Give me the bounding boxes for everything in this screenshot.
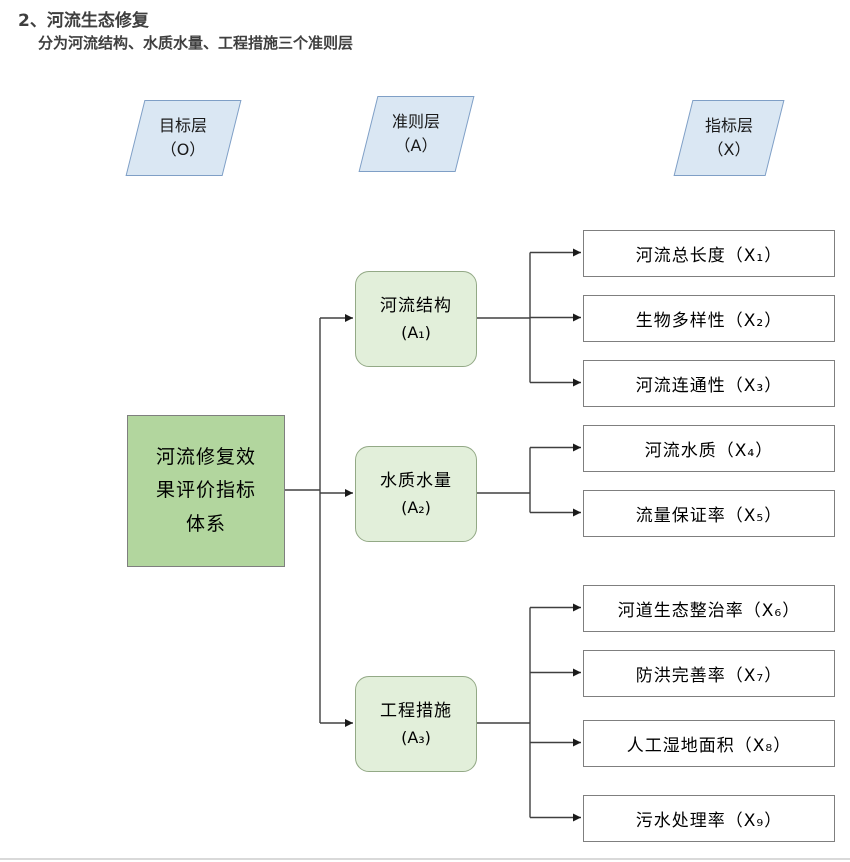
layer-header-goal-title: 目标层: [159, 116, 208, 135]
indicator-box-x2: 生物多样性（X₂）: [583, 295, 835, 342]
layer-header-criteria: 准则层 （A）: [358, 96, 475, 172]
criterion-a3-code: (A₃): [401, 727, 431, 747]
layer-header-criteria-title: 准则层: [392, 112, 441, 131]
indicator-box-x3: 河流连通性（X₃）: [583, 360, 835, 407]
layer-header-indicator: 指标层 （X）: [673, 100, 785, 176]
criterion-box-a3: 工程措施 (A₃): [355, 676, 477, 772]
criterion-a2-code: (A₂): [401, 497, 431, 517]
criterion-box-a2: 水质水量 (A₂): [355, 446, 477, 542]
criterion-a1-name: 河流结构: [380, 295, 452, 316]
indicator-box-x1: 河流总长度（X₁）: [583, 230, 835, 277]
indicator-box-x5: 流量保证率（X₅）: [583, 490, 835, 537]
indicator-box-x8: 人工湿地面积（X₈）: [583, 720, 835, 767]
indicator-box-x6: 河道生态整治率（X₆）: [583, 585, 835, 632]
indicator-box-x7: 防洪完善率（X₇）: [583, 650, 835, 697]
layer-header-goal: 目标层 （O）: [125, 100, 242, 176]
bottom-divider: [0, 858, 850, 860]
criterion-a3-name: 工程措施: [380, 700, 452, 721]
indicator-box-x9: 污水处理率（X₉）: [583, 795, 835, 842]
page-title: 2、河流生态修复: [18, 11, 149, 31]
layer-header-indicator-title: 指标层: [704, 116, 753, 135]
layer-header-criteria-code: （A）: [395, 136, 438, 155]
page-subtitle: 分为河流结构、水质水量、工程措施三个准则层: [38, 34, 354, 52]
criterion-a2-name: 水质水量: [380, 470, 452, 491]
layer-header-goal-code: （O）: [161, 140, 206, 159]
goal-box: 河流修复效 果评价指标 体系: [127, 415, 285, 567]
layer-header-indicator-code: （X）: [707, 140, 751, 159]
criterion-a1-code: (A₁): [401, 322, 431, 342]
criterion-box-a1: 河流结构 (A₁): [355, 271, 477, 367]
indicator-box-x4: 河流水质（X₄）: [583, 425, 835, 472]
